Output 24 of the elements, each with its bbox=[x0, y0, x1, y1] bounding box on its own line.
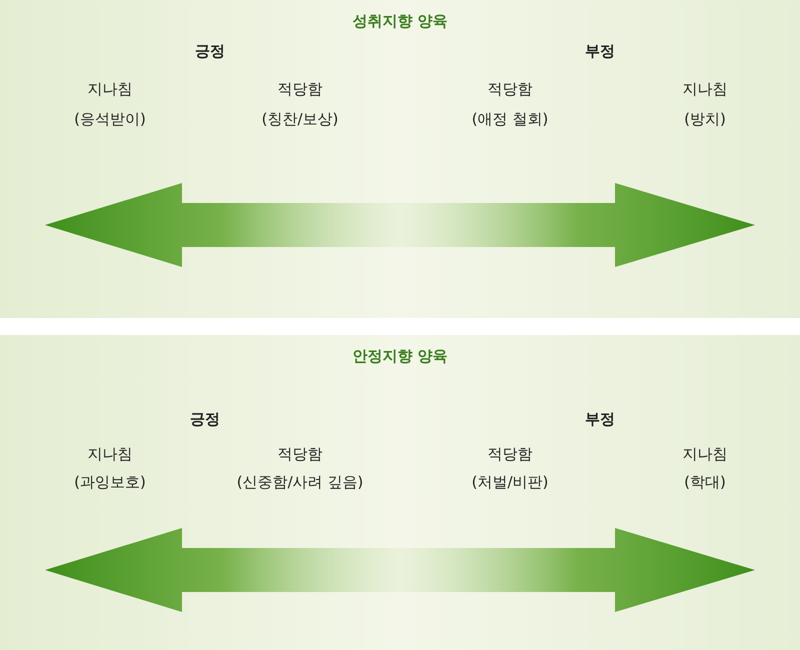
category-label: 적당함 bbox=[278, 80, 322, 99]
category-label: 적당함 bbox=[278, 445, 322, 464]
category-label: (응석받이) bbox=[74, 110, 146, 129]
category-label: 지나침 bbox=[88, 80, 132, 99]
axis-label: 긍정 bbox=[190, 410, 220, 429]
panel-title: 성취지향 양육 bbox=[352, 12, 448, 31]
axis-label: 부정 bbox=[585, 42, 615, 61]
category-label: (신중함/사려 깊음) bbox=[236, 473, 364, 492]
axis-label: 긍정 bbox=[195, 42, 225, 61]
category-label: (과잉보호) bbox=[74, 473, 146, 492]
category-label: 지나침 bbox=[88, 445, 132, 464]
category-label: 적당함 bbox=[488, 445, 532, 464]
panel-background bbox=[0, 0, 800, 318]
category-label: (학대) bbox=[684, 473, 726, 492]
category-label: 적당함 bbox=[488, 80, 532, 99]
axis-label: 부정 bbox=[585, 410, 615, 429]
category-label: 지나침 bbox=[682, 80, 728, 99]
category-label: (처벌/비판) bbox=[472, 473, 548, 492]
panel-background bbox=[0, 335, 800, 650]
panel-title: 안정지향 양육 bbox=[352, 347, 448, 366]
category-label: (칭찬/보상) bbox=[262, 110, 338, 129]
category-label: 지나침 bbox=[682, 445, 728, 464]
category-label: (방치) bbox=[684, 110, 726, 129]
category-label: (애정 철회) bbox=[472, 110, 548, 129]
